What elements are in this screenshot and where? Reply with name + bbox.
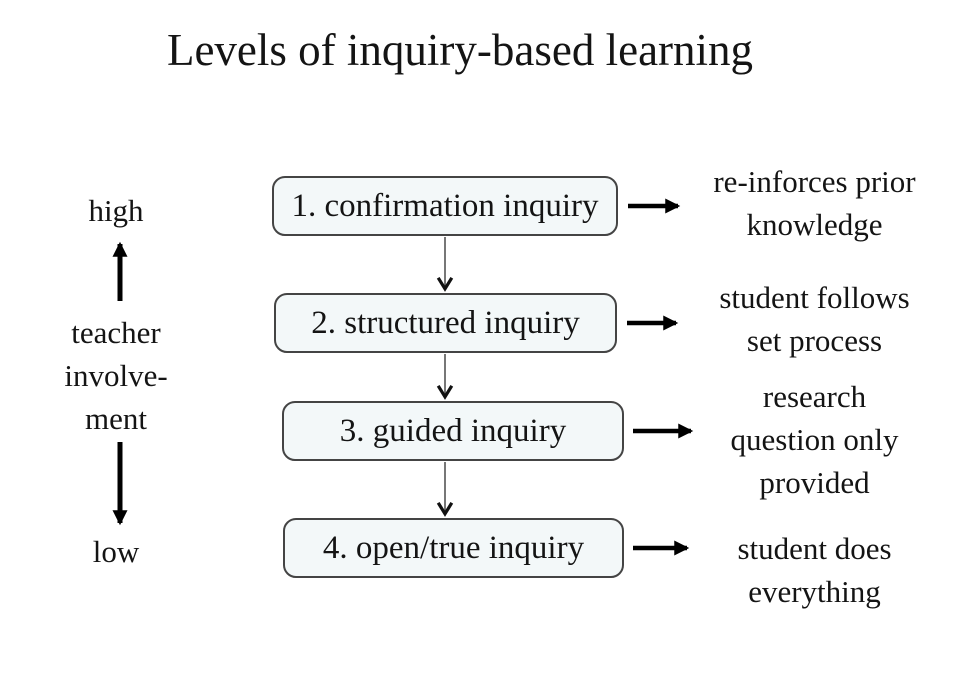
outcome-line: question only xyxy=(730,422,899,457)
axis-label-line: ment xyxy=(85,401,147,436)
outcome-label-1: re-inforces prior knowledge xyxy=(672,160,957,246)
outcome-line: everything xyxy=(748,574,881,609)
level-box-2: 2. structured inquiry xyxy=(274,293,617,353)
outcome-line: knowledge xyxy=(746,207,883,242)
outcome-label-3: research question only provided xyxy=(672,375,957,504)
level-box-4: 4. open/true inquiry xyxy=(283,518,624,578)
axis-low-label: low xyxy=(92,534,140,569)
outcome-line: set process xyxy=(746,323,883,358)
outcome-line: provided xyxy=(759,465,870,500)
outcome-label-2: student follows set process xyxy=(672,276,957,362)
outcome-line: re-inforces prior xyxy=(713,164,916,199)
outcome-line: student does xyxy=(737,531,892,566)
outcome-line: research xyxy=(762,379,867,414)
axis-high-label: high xyxy=(88,193,144,228)
level-box-3: 3. guided inquiry xyxy=(282,401,624,461)
outcome-line: student follows xyxy=(719,280,910,315)
axis-label-line: involve- xyxy=(64,358,168,393)
axis-label-line: teacher xyxy=(71,315,161,350)
page-title: Levels of inquiry-based learning xyxy=(166,25,754,75)
level-box-1: 1. confirmation inquiry xyxy=(272,176,618,236)
outcome-label-4: student does everything xyxy=(672,527,957,613)
axis-teacher-involvement-label: teacher involve- ment xyxy=(36,311,196,440)
